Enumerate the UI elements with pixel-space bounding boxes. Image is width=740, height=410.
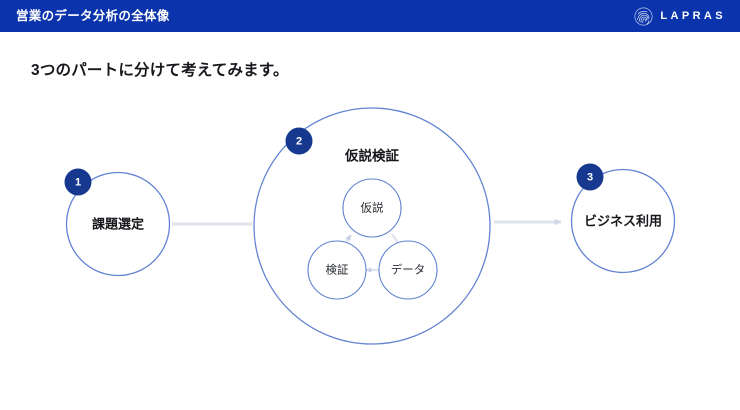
step-3-label: ビジネス利用	[584, 214, 662, 229]
cycle-data-label: データ	[391, 263, 426, 277]
cycle-data-circle	[378, 240, 438, 300]
slide-subtitle: 3つのパートに分けて考えてみます。	[31, 62, 289, 79]
step-1-badge-number: 1	[75, 177, 81, 189]
cycle-node-hypothesis[interactable]: 仮説	[342, 178, 402, 238]
brand-name: LAPRAS	[660, 9, 726, 22]
cycle-hypothesis-circle	[342, 178, 402, 238]
step-node-3[interactable]: ビジネス利用 3	[570, 163, 676, 274]
step-2-badge	[285, 127, 313, 155]
diagram-canvas: 課題選定 1 仮説検証 2	[0, 90, 740, 410]
step-node-1[interactable]: 課題選定 1	[64, 168, 171, 277]
step-2-label: 仮説検証	[344, 148, 399, 164]
step-node-2[interactable]: 仮説検証 2 仮説	[253, 107, 491, 345]
cycle-node-data[interactable]: データ	[378, 240, 438, 300]
step-3-circle	[570, 168, 676, 274]
header-bar: 営業のデータ分析の全体像 LAPRAS	[0, 0, 740, 32]
step-3-badge-number: 3	[587, 172, 593, 184]
cycle-hypothesis-label: 仮説	[361, 201, 384, 215]
cycle-node-verification[interactable]: 検証	[307, 240, 367, 300]
step-2-badge-number: 2	[296, 136, 302, 148]
diagram-svg: 課題選定 1 仮説検証 2	[64, 107, 676, 345]
brand-logo: LAPRAS	[634, 6, 726, 26]
lapras-fingerprint-icon	[634, 6, 653, 26]
page-title: 営業のデータ分析の全体像	[16, 8, 170, 23]
cycle-verification-circle	[307, 240, 367, 300]
step-1-badge	[64, 168, 92, 196]
step-1-label: 課題選定	[92, 217, 144, 232]
step-3-badge	[576, 163, 604, 191]
cycle-verification-label: 検証	[326, 263, 349, 277]
step-1-circle	[65, 171, 171, 277]
